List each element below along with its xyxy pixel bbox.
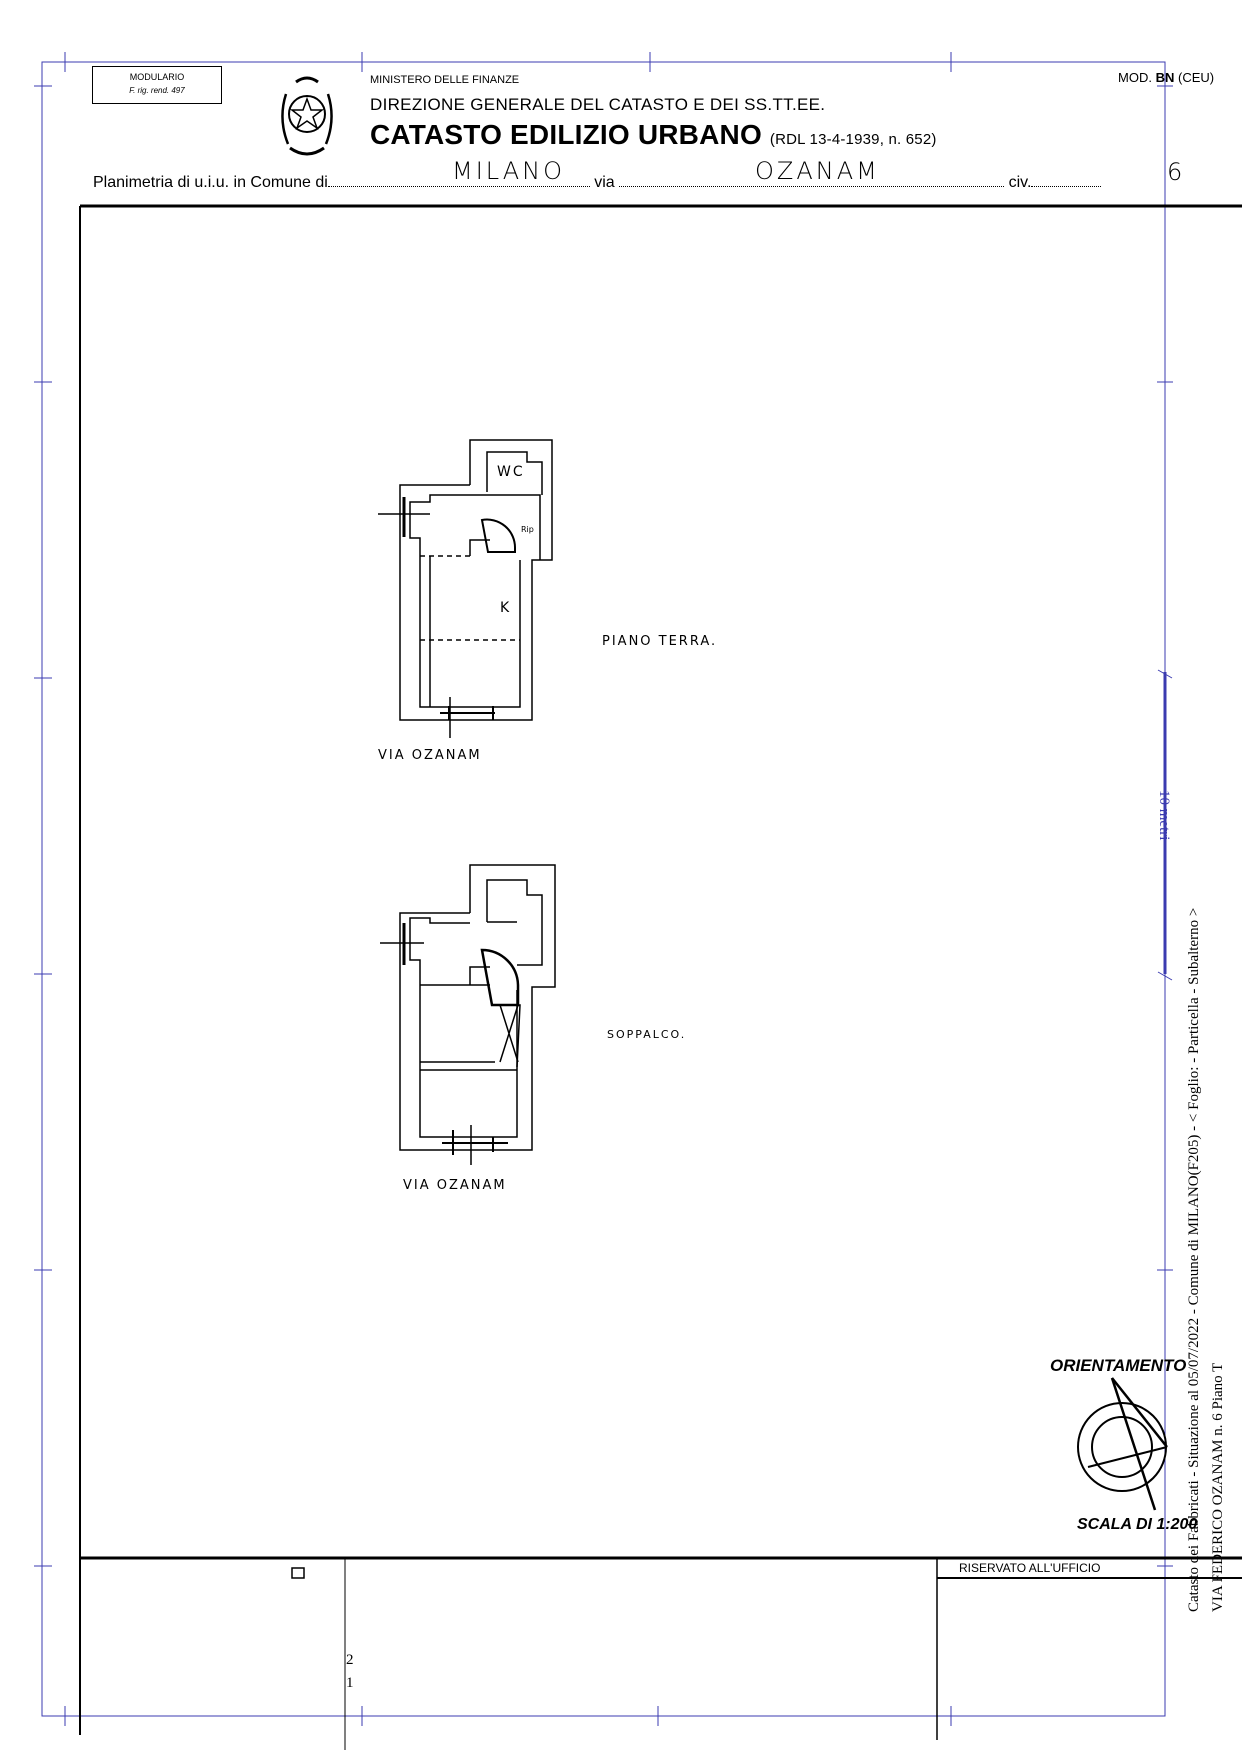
comune-field: MILANO — [452, 157, 565, 185]
plan-ground-floor — [378, 439, 553, 738]
via-field: OZANAM — [755, 157, 880, 185]
room-label-wc: WC — [497, 464, 525, 480]
republic-emblem-icon — [281, 76, 333, 156]
model-prefix: MOD. — [1118, 70, 1152, 85]
title-text: CATASTO EDILIZIO URBANO — [370, 119, 762, 150]
street-label-ground: VIA OZANAM — [378, 748, 482, 763]
room-label-rip: Rip — [521, 525, 534, 534]
reserved-office-label: RISERVATO ALL'UFFICIO — [959, 1561, 1101, 1575]
modulario-box: MODULARIO F. rig. rend. 497 — [92, 66, 222, 104]
modulario-ref: F. rig. rend. 497 — [129, 86, 185, 95]
model-suffix: (CEU) — [1177, 70, 1215, 85]
scale-bar-label: 10 metri — [1156, 790, 1172, 841]
room-label-k: K — [500, 600, 512, 616]
law-reference: (RDL 13-4-1939, n. 652) — [769, 131, 937, 148]
model-code: MOD. BN (CEU) — [1118, 70, 1214, 85]
scale-label: SCALA DI 1:200 — [1077, 1516, 1198, 1533]
label-civ: civ. — [1008, 174, 1032, 191]
form-title: CATASTO EDILIZIO URBANO (RDL 13-4-1939, … — [370, 119, 937, 151]
side-stamp-line1: Catasto dei Fabbricati - Situazione al 0… — [1186, 907, 1202, 1612]
modulario-label: MODULARIO — [129, 72, 185, 82]
plan-mezzanine — [380, 864, 556, 1165]
page-number-2: 2 — [346, 1652, 354, 1668]
side-stamp-line2: VIA FEDERICO OZANAM n. 6 Piano T — [1210, 1362, 1226, 1612]
label-comune: Planimetria di u.i.u. in Comune di — [93, 174, 328, 191]
page-number-1: 1 — [346, 1675, 354, 1691]
floor-label-mezzanine: SOPPALCO. — [607, 1028, 687, 1041]
floor-label-ground: PIANO TERRA. — [602, 634, 718, 649]
label-via: via — [594, 174, 615, 191]
model-code-value: BN — [1155, 70, 1175, 85]
ministry-name: MINISTERO DELLE FINANZE — [370, 74, 520, 86]
orientation-label: ORIENTAMENTO — [1050, 1356, 1187, 1375]
compass-icon — [1077, 1377, 1168, 1511]
direction-name: DIREZIONE GENERALE DEL CATASTO E DEI SS.… — [370, 95, 826, 114]
plan-line: Planimetria di u.i.u. in Comune di via c… — [93, 174, 1102, 192]
street-label-mezzanine: VIA OZANAM — [403, 1178, 507, 1193]
civ-field: 6 — [1167, 158, 1186, 186]
